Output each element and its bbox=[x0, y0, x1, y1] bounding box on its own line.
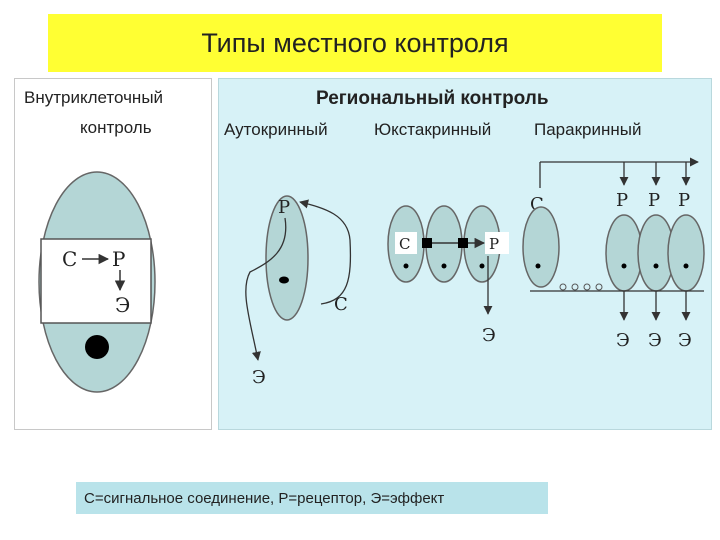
juxtacrine-nucleus-2 bbox=[441, 263, 447, 269]
autocrine-receptor: Р bbox=[278, 197, 290, 218]
intracellular-heading-line2: контроль bbox=[80, 118, 152, 137]
juxtacrine-signal: С bbox=[399, 235, 410, 253]
paracrine-effect-2: Э bbox=[648, 330, 662, 351]
regional-heading: Региональный контроль bbox=[316, 88, 549, 109]
autocrine-signal: С bbox=[334, 294, 348, 315]
paracrine-target-cell-3 bbox=[667, 214, 705, 292]
juxtacrine-effect: Э bbox=[482, 325, 496, 346]
juxtacrine-receptor: Р bbox=[489, 235, 499, 253]
juxtacrine-nucleus-3 bbox=[479, 263, 485, 269]
autocrine-cell bbox=[265, 195, 309, 321]
paracrine-signal-cell bbox=[522, 206, 560, 288]
paracrine-signal-nucleus bbox=[535, 263, 541, 269]
autocrine-effect: Э bbox=[252, 367, 266, 388]
paracrine-effect-1: Э bbox=[616, 330, 630, 351]
juxtacrine-receptor-box bbox=[485, 232, 509, 254]
page-title: Типы местного контроля bbox=[201, 27, 509, 58]
intracellular-pathway-box bbox=[40, 238, 152, 324]
paracrine-effect-3: Э bbox=[678, 330, 692, 351]
paracrine-receptor-1: Р bbox=[616, 190, 628, 211]
paracrine-receptor-3: Р bbox=[678, 190, 690, 211]
title-banner: Типы местного контроля bbox=[48, 14, 662, 72]
legend-box: С=сигнальное соединение, Р=рецептор, Э=э… bbox=[76, 482, 548, 514]
nucleus bbox=[85, 335, 109, 359]
paracrine-receptor-2: Р bbox=[648, 190, 660, 211]
intracellular-effect: Э bbox=[115, 293, 130, 317]
juxtacrine-label: Юкстакринный bbox=[374, 120, 492, 139]
autocrine-label: Аутокринный bbox=[224, 120, 328, 139]
paracrine-label: Паракринный bbox=[534, 120, 642, 139]
juxtacrine-junction-1 bbox=[422, 238, 432, 248]
juxtacrine-signal-box bbox=[395, 232, 417, 254]
paracrine-target-nucleus-3 bbox=[683, 263, 689, 269]
paracrine-target-nucleus-1 bbox=[621, 263, 627, 269]
autocrine-feedback-arrow bbox=[299, 199, 352, 305]
juxtacrine-nucleus-1 bbox=[403, 263, 409, 269]
autocrine-nucleus bbox=[279, 276, 289, 284]
paracrine-target-nucleus-2 bbox=[653, 263, 659, 269]
legend-text: С=сигнальное соединение, Р=рецептор, Э=э… bbox=[84, 489, 445, 507]
intracellular-heading-line1: Внутриклеточный bbox=[24, 88, 164, 107]
autocrine-effect-arrow bbox=[245, 217, 287, 361]
intracellular-receptor: Р bbox=[112, 247, 125, 271]
juxtacrine-junction-2 bbox=[458, 238, 468, 248]
paracrine-diffusing-molecules bbox=[559, 283, 603, 291]
paracrine-target-cell-1 bbox=[605, 214, 643, 292]
intracellular-signal: С bbox=[62, 247, 77, 271]
